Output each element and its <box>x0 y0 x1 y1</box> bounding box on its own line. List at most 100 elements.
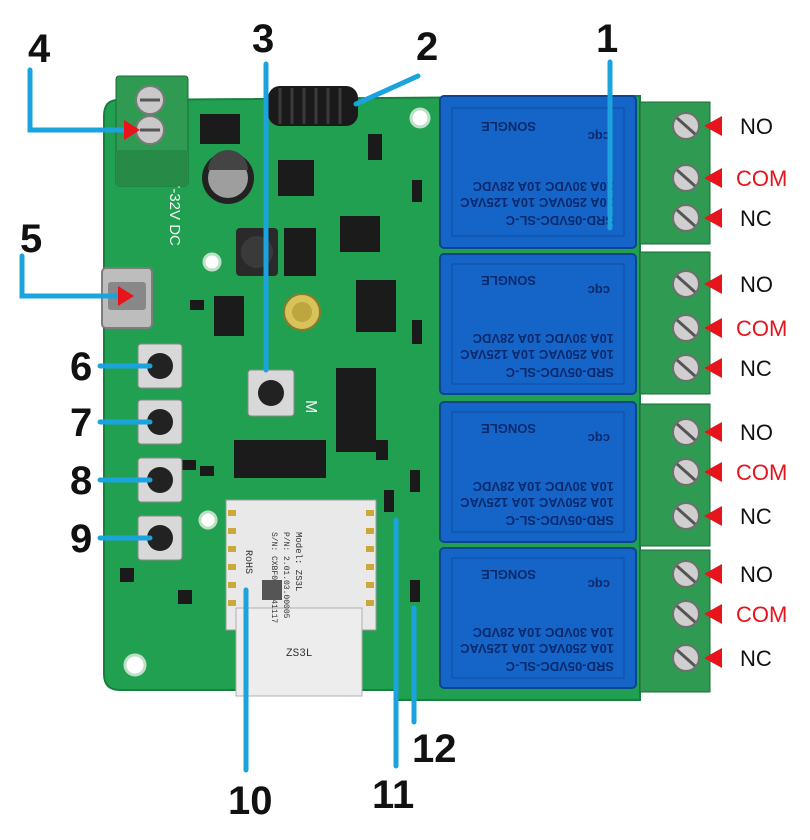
terminal-screw-slot <box>676 564 696 584</box>
callout-7: 7 <box>70 401 92 445</box>
terminal-arrow <box>704 358 722 378</box>
power-terminal-block <box>115 75 189 187</box>
terminal-label-nc: NC <box>740 504 772 529</box>
relay-3-rating-2: 10A 30VDC 10A 28VDC <box>472 479 614 494</box>
relay-1-markings: SRD-05VDC-SL-C 10A 250VAC 10A 125VAC 10A… <box>459 119 614 228</box>
button-m-label: M <box>302 400 319 413</box>
callout-4: 4 <box>28 27 51 71</box>
relay-2-rating-2: 10A 30VDC 10A 28VDC <box>472 331 614 346</box>
smd-parts <box>120 134 422 604</box>
terminal-arrow <box>704 208 722 228</box>
terminal-label-nc: NC <box>740 206 772 231</box>
module-rohs-text: RoHS <box>242 550 253 574</box>
terminal-label-nc: NC <box>740 356 772 381</box>
relay-3-brand: SONGLE <box>481 421 536 436</box>
relay-1-rating-2: 10A 30VDC 10A 28VDC <box>472 179 614 194</box>
callout-2: 2 <box>416 25 438 69</box>
module-model-text: Model: ZS3L <box>293 532 303 591</box>
terminal-screw-slot <box>676 462 696 482</box>
ic-chips <box>200 114 396 478</box>
callout-12: 12 <box>412 727 457 771</box>
terminal-arrow <box>704 168 722 188</box>
terminal-label-no: NO <box>740 420 773 445</box>
terminal-screw-slot <box>676 358 696 378</box>
terminal-arrow <box>704 564 722 584</box>
callout-10: 10 <box>228 779 273 823</box>
zigbee-module: Model: ZS3L P/N: 2.01.03.00005 S/N: CXBF… <box>225 499 377 697</box>
button-8 <box>137 457 183 503</box>
antenna-coil <box>268 86 358 126</box>
terminal-label-no: NO <box>740 562 773 587</box>
power-voltage-label: 7-32V DC <box>166 180 183 246</box>
terminal-arrow <box>704 274 722 294</box>
callout-6: 6 <box>70 345 92 389</box>
callout-line-5 <box>19 253 123 299</box>
button-m: M <box>247 369 319 417</box>
module-pn-text: P/N: 2.01.03.00005 <box>281 532 290 619</box>
terminal-screw-slot <box>676 318 696 338</box>
relay-3-model: SRD-05VDC-SL-C <box>505 513 614 528</box>
relay-1-model: SRD-05VDC-SL-C <box>505 213 614 228</box>
relay-1-rating-1: 10A 250VAC 10A 125VAC <box>459 195 614 210</box>
terminal-screw-slot <box>676 422 696 442</box>
callout-1: 1 <box>596 17 618 61</box>
relay-2 <box>439 253 637 395</box>
terminal-screw-slot <box>676 274 696 294</box>
terminal-screw-slot <box>676 648 696 668</box>
inductor <box>236 228 278 276</box>
relay-4 <box>439 547 637 689</box>
relay-3-markings: SRD-05VDC-SL-C 10A 250VAC 10A 125VAC 10A… <box>459 421 614 528</box>
terminal-arrow <box>704 648 722 668</box>
terminal-label-com: COM <box>736 316 787 341</box>
terminal-label-com: COM <box>736 460 787 485</box>
callout-8: 8 <box>70 459 92 503</box>
callout-lines <box>19 59 613 773</box>
terminal-label-com: COM <box>736 166 787 191</box>
module-sn-text: S/N: CXBF05X0041117 <box>269 532 278 623</box>
relay-4-rating-2: 10A 30VDC 10A 28VDC <box>472 625 614 640</box>
relay-1-cert: cqc <box>588 129 610 144</box>
terminal-screw-slot <box>676 116 696 136</box>
relay-terminal-blocks <box>639 101 711 693</box>
callout-3: 3 <box>252 17 274 61</box>
terminal-screw-slot <box>676 208 696 228</box>
relay-4-rating-1: 10A 250VAC 10A 125VAC <box>459 641 614 656</box>
terminal-arrow <box>704 116 722 136</box>
callout-line-4 <box>27 67 129 133</box>
terminal-arrow <box>704 422 722 442</box>
callout-11: 11 <box>372 773 414 817</box>
small-capacitor <box>283 293 321 331</box>
terminal-arrow <box>704 318 722 338</box>
relay-2-brand: SONGLE <box>481 273 536 288</box>
callout-5: 5 <box>20 217 42 261</box>
callout-line-2 <box>353 73 421 107</box>
relay-2-markings: SRD-05VDC-SL-C 10A 250VAC 10A 125VAC 10A… <box>459 273 614 380</box>
callout-9: 9 <box>70 517 92 561</box>
relay-4-markings: SRD-05VDC-SL-C 10A 250VAC 10A 125VAC 10A… <box>459 567 614 674</box>
relay-2-rating-1: 10A 250VAC 10A 125VAC <box>459 347 614 362</box>
relay-3 <box>439 401 637 543</box>
terminal-screws <box>672 112 700 672</box>
relay-3-cert: cqc <box>588 431 610 446</box>
terminal-label-nc: NC <box>740 646 772 671</box>
arrow-4 <box>124 120 140 140</box>
terminal-arrow <box>704 604 722 624</box>
terminal-label-no: NO <box>740 114 773 139</box>
terminal-screw-slot <box>676 168 696 188</box>
terminal-arrow <box>704 506 722 526</box>
relay-1-brand: SONGLE <box>481 119 536 134</box>
button-6 <box>137 343 183 389</box>
relay-4-cert: cqc <box>588 577 610 592</box>
relay-2-cert: cqc <box>588 283 610 298</box>
terminal-label-com: COM <box>736 602 787 627</box>
relay-3-rating-1: 10A 250VAC 10A 125VAC <box>459 495 614 510</box>
module-bottom-label: ZS3L <box>286 648 312 660</box>
terminal-screw-slot <box>676 506 696 526</box>
relay-4-model: SRD-05VDC-SL-C <box>505 659 614 674</box>
terminal-arrow <box>704 462 722 482</box>
relay-2-model: SRD-05VDC-SL-C <box>505 365 614 380</box>
relay-4-brand: SONGLE <box>481 567 536 582</box>
terminal-screw-slot <box>676 604 696 624</box>
